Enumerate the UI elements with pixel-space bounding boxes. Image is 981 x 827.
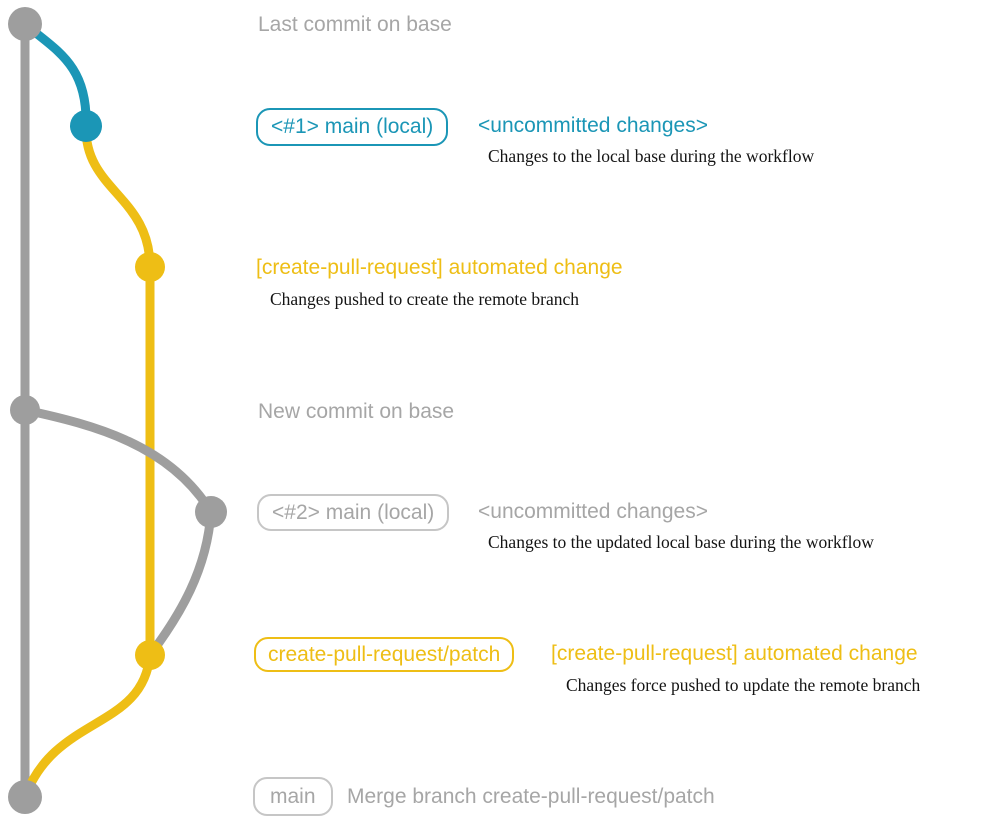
badge-main-local-1-label: <#1> main (local) [271, 115, 434, 138]
badge-main-local-2-label: <#2> main (local) [272, 500, 435, 524]
commit-dot-main-local-1 [70, 110, 102, 142]
commit-dot-main-local-2 [195, 496, 227, 528]
branch-curve-rebase [145, 507, 216, 660]
commit-dot-base-top [8, 7, 42, 41]
note-pushed-create: Changes pushed to create the remote bran… [270, 289, 580, 309]
branch-curve-main-local-1 [20, 19, 91, 131]
branch-curve-patch-start [81, 121, 155, 272]
badge-main-local-2: <#2> main (local) [257, 494, 450, 531]
note-local-base: Changes to the local base during the wor… [488, 146, 815, 166]
badge-cpr-patch-label: create-pull-request/patch [268, 642, 501, 666]
title-automated-change-2: [create-pull-request] automated change [551, 642, 918, 665]
caption-new-commit-on-base: New commit on base [258, 400, 455, 423]
branch-curve-merge [20, 650, 155, 802]
commit-dot-patch-2 [135, 640, 165, 670]
title-uncommitted-changes-2: <uncommitted changes> [478, 500, 708, 523]
commit-dot-patch-1 [135, 252, 165, 282]
title-uncommitted-changes-1: <uncommitted changes> [478, 114, 708, 137]
commit-dot-base-merge [8, 780, 42, 814]
badge-main: main [253, 777, 333, 816]
commit-dot-base-new [10, 395, 40, 425]
caption-last-commit-on-base: Last commit on base [258, 13, 452, 36]
branch-curve-main-local-2 [20, 405, 216, 517]
title-automated-change-1: [create-pull-request] automated change [256, 256, 623, 279]
caption-merge-commit: Merge branch create-pull-request/patch [347, 785, 715, 808]
badge-main-label: main [270, 784, 316, 808]
badge-main-local-1: <#1> main (local) [256, 108, 449, 146]
note-force-pushed: Changes force pushed to update the remot… [566, 675, 921, 695]
note-updated-local-base: Changes to the updated local base during… [488, 532, 874, 552]
badge-cpr-patch: create-pull-request/patch [254, 637, 515, 672]
